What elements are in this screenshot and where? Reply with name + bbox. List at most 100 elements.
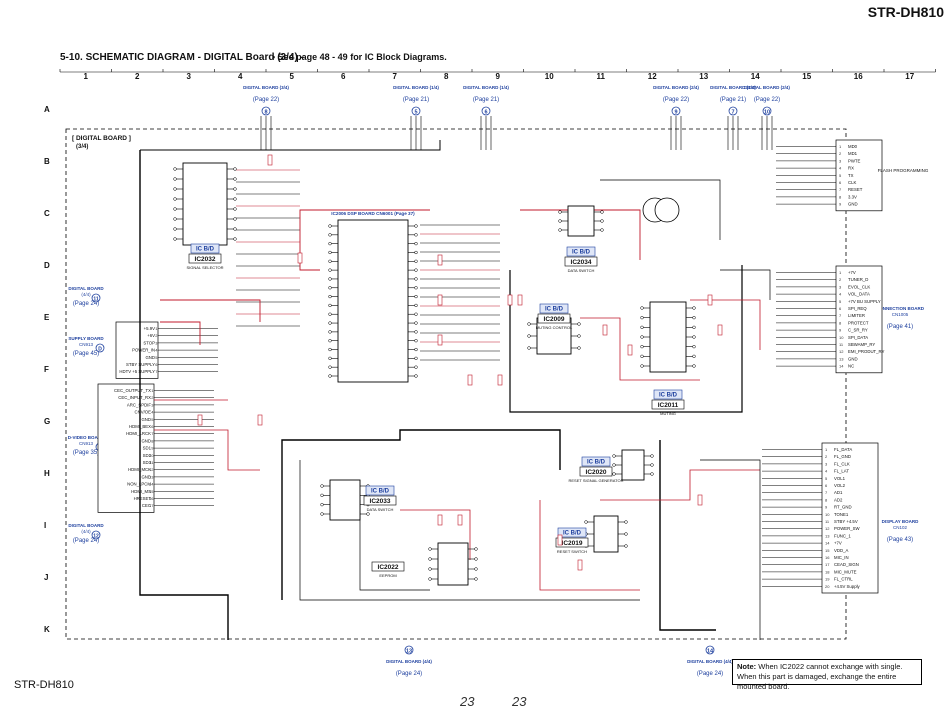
pin-dot	[328, 374, 332, 378]
pin-dot	[527, 334, 531, 338]
wire	[600, 179, 721, 240]
ic-ref-box	[564, 256, 598, 267]
pin-label: FL_CLK	[834, 461, 850, 466]
row-label: H	[44, 469, 50, 478]
pin-number: 6	[839, 306, 842, 311]
row-label: A	[44, 105, 50, 114]
row-label: E	[44, 313, 50, 322]
pin-label: CEC_INPUT_RX	[118, 395, 151, 400]
pin-dot	[328, 259, 332, 263]
pin-dot	[650, 454, 654, 458]
wire	[720, 269, 771, 300]
pin-label: SD1	[143, 446, 152, 451]
ic2019-body	[593, 515, 619, 553]
pin-dot	[328, 339, 332, 343]
connector-label: DIGITAL BOARD	[68, 286, 104, 291]
pin-number: 2	[839, 151, 842, 156]
pin-dot	[624, 520, 628, 524]
connector-label: DIGITAL BOARD (1/4)	[393, 85, 439, 90]
connector-number: 9	[674, 110, 677, 116]
pin-dot	[414, 233, 418, 237]
pin-number: 4	[839, 292, 842, 297]
ic2022-body	[437, 542, 469, 586]
connector-page: (Page 22)	[663, 97, 689, 103]
ic2020-body	[621, 449, 645, 481]
pin-number: 5	[839, 173, 842, 178]
pin-label: GND	[141, 438, 151, 443]
pin-dot	[328, 277, 332, 281]
pin-dot	[474, 557, 478, 561]
connector-page: (Page 22)	[754, 97, 780, 103]
pin-number: 11	[839, 342, 844, 347]
pin-number: 3	[151, 402, 154, 407]
pin-dot	[328, 268, 332, 272]
pin-label: GND	[145, 355, 155, 360]
column-label: 14	[751, 72, 760, 81]
pin-dot	[600, 210, 604, 214]
board-label: [ DIGITAL BOARD ]	[72, 135, 131, 142]
component-symbol	[297, 252, 303, 264]
pin-label: STBY +4.5V	[834, 519, 858, 524]
pin-number: 12	[149, 467, 154, 472]
ic-ref-box	[188, 253, 222, 264]
pin-number: 4	[839, 166, 842, 171]
ic-ref-box	[537, 313, 571, 324]
component-symbol	[602, 324, 608, 336]
connector-circle	[481, 106, 491, 116]
column-label: 16	[854, 72, 863, 81]
pin-dot	[328, 241, 332, 246]
ic-type: IC B/D	[659, 393, 678, 399]
pin-dot	[600, 219, 604, 223]
pin-label: RESET	[848, 187, 863, 192]
page-number-left: 23	[460, 694, 475, 709]
pin-dot	[328, 303, 332, 308]
pin-dot	[414, 347, 418, 352]
pin-dot	[640, 364, 644, 368]
board-label-sub: (3/4)	[76, 144, 88, 150]
pin-label: CEAD_SIGN	[834, 562, 859, 567]
row-label: B	[44, 157, 50, 166]
connector-label: DIGITAL BOARD (1/4)	[710, 85, 756, 90]
pin-dot	[328, 286, 332, 290]
pin-label: FL_DATA	[834, 447, 852, 452]
column-label: 11	[597, 72, 606, 81]
pin-number: 3	[839, 284, 842, 289]
pin-dot	[640, 345, 644, 349]
pin-number: 9	[151, 446, 154, 451]
pin-label: POWER_IN	[132, 348, 155, 353]
pin-label: +5.9V	[144, 326, 155, 331]
pin-dot	[612, 463, 616, 467]
pin-label: VOL2	[834, 483, 846, 488]
connector-circle	[411, 106, 421, 116]
pin-dot	[577, 334, 581, 338]
pin-number: 16	[149, 496, 154, 501]
component-symbol	[577, 559, 583, 571]
component-symbol	[517, 294, 523, 306]
pin-dot	[414, 294, 418, 299]
connector-page: (Page 24)	[697, 671, 723, 677]
pin-label: FUNC_1	[834, 533, 851, 538]
connector-number: 8	[264, 110, 267, 116]
ic-type: IC B/D	[563, 531, 582, 537]
ic2011-label: IC2011	[658, 402, 679, 409]
connector-sub: CN913	[79, 441, 94, 446]
connector-page: (Page 45)	[73, 351, 99, 357]
connector-number: 10	[764, 110, 770, 116]
pin-dot	[474, 577, 478, 581]
pin-dot	[612, 472, 616, 476]
pin-label: STOP	[143, 340, 155, 345]
pin-number: 18	[825, 569, 830, 574]
pin-dot	[558, 210, 562, 214]
pin-number: 20	[825, 584, 830, 589]
pin-number: 7	[155, 369, 158, 374]
connector-page: (Page 35)	[73, 450, 99, 456]
component-symbol	[267, 154, 273, 166]
section-title: 5-10. SCHEMATIC DIAGRAM - DIGITAL Board …	[60, 52, 304, 63]
pin-label: NC	[848, 364, 854, 369]
ic-description: MUTING	[660, 411, 676, 416]
column-label: 4	[238, 72, 243, 81]
transistor-symbol	[654, 197, 680, 223]
pin-dot	[328, 233, 332, 237]
footer-model: STR-DH810	[14, 679, 74, 691]
pin-dot	[328, 356, 332, 361]
